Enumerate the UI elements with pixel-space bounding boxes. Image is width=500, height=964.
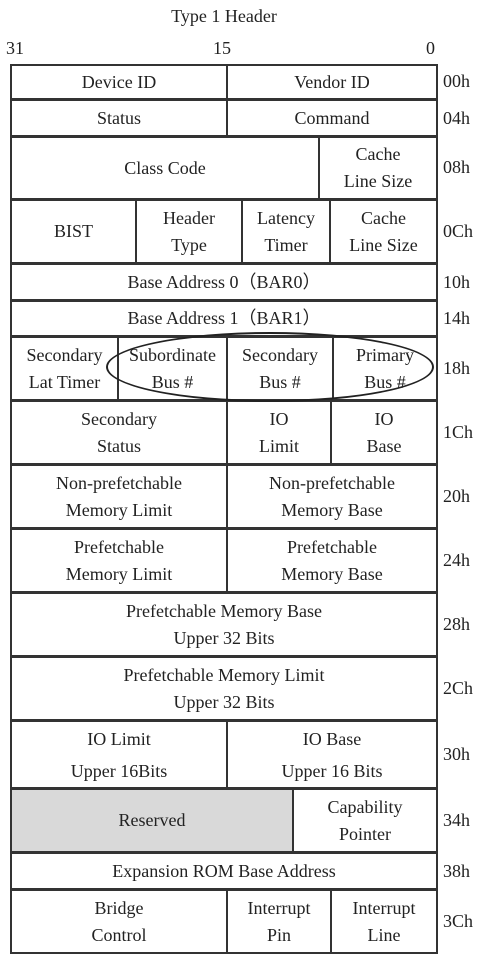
field-interrupt-line: Interrupt Line — [330, 891, 436, 952]
field-secondary-bus: Secondary Bus # — [226, 338, 332, 399]
field-prefetch-memory-base: Prefetchable Memory Base — [226, 530, 436, 591]
register-row-38h: Expansion ROM Base Address — [10, 853, 438, 890]
field-cache-line-size: Cache Line Size — [318, 138, 436, 198]
field-bar1: Base Address 1（BAR1） — [127, 308, 321, 328]
field-secondary-status: Secondary Status — [81, 408, 157, 456]
register-row-2ch: Prefetchable Memory Limit Upper 32 Bits — [10, 657, 438, 721]
register-row-30h: IO Limit Upper 16Bits IO Base Upper 16 B… — [10, 721, 438, 789]
field-io-limit: IO Limit — [226, 402, 330, 463]
bit-label-31: 31 — [6, 38, 24, 58]
register-row-04h: Status Command — [10, 100, 438, 137]
field-bist: BIST — [53, 221, 93, 241]
register-row-00h: Device ID Vendor ID — [10, 64, 438, 100]
register-row-3ch: Bridge Control Interrupt Pin Interrupt L… — [10, 890, 438, 954]
offset-label: 38h — [443, 861, 470, 881]
field-device-id: Device ID — [81, 71, 157, 92]
offset-label: 24h — [443, 550, 470, 570]
field-interrupt-pin: Interrupt Pin — [226, 891, 330, 952]
field-prefetch-limit-upper32: Prefetchable Memory Limit Upper 32 Bits — [123, 664, 325, 712]
offset-label: 18h — [443, 358, 470, 378]
field-reserved: Reserved — [12, 790, 292, 851]
field-latency-timer: Latency Timer — [241, 201, 329, 262]
field-header-type: Header Type — [135, 201, 241, 262]
register-row-34h: Reserved Capability Pointer — [10, 789, 438, 853]
field-prefetch-base-upper32: Prefetchable Memory Base Upper 32 Bits — [126, 600, 322, 648]
field-secondary-lat-timer: Secondary Lat Timer — [26, 344, 103, 392]
field-bar0: Base Address 0（BAR0） — [127, 271, 321, 292]
register-row-10h: Base Address 0（BAR0） — [10, 264, 438, 301]
register-row-28h: Prefetchable Memory Base Upper 32 Bits — [10, 593, 438, 657]
offset-label: 00h — [443, 71, 470, 91]
field-io-limit-upper16: IO Limit Upper 16Bits — [70, 728, 168, 781]
offset-label: 30h — [443, 744, 470, 764]
offset-label: 08h — [443, 157, 470, 177]
offset-label: 10h — [443, 272, 470, 292]
field-command: Command — [226, 101, 436, 135]
field-nonprefetch-memory-limit: Non-prefetchable Memory Limit — [56, 472, 182, 520]
offset-label: 0Ch — [443, 221, 474, 241]
offset-label: 2Ch — [443, 678, 474, 698]
register-row-08h: Class Code Cache Line Size — [10, 137, 438, 200]
field-capability-pointer: Capability Pointer — [292, 790, 436, 851]
field-bridge-control: Bridge Control — [91, 897, 147, 945]
field-subordinate-bus: Subordinate Bus # — [117, 338, 226, 399]
field-status: Status — [96, 107, 141, 128]
field-cache-line-size: Cache Line Size — [329, 201, 436, 262]
offset-label: 14h — [443, 308, 470, 328]
register-row-1ch: Secondary Status IO Limit IO Base — [10, 401, 438, 465]
offset-label: 04h — [443, 108, 470, 128]
offset-label: 34h — [443, 810, 470, 830]
register-row-20h: Non-prefetchable Memory Limit Non-prefet… — [10, 465, 438, 529]
offset-label: 1Ch — [443, 422, 474, 442]
field-primary-bus: Primary Bus # — [332, 338, 436, 399]
register-row-14h: Base Address 1（BAR1） — [10, 301, 438, 337]
register-row-18h: Secondary Lat Timer Subordinate Bus # Se… — [10, 337, 438, 401]
field-expansion-rom-base: Expansion ROM Base Address — [112, 860, 336, 881]
bit-label-0: 0 — [426, 38, 435, 58]
field-prefetch-memory-limit: Prefetchable Memory Limit — [65, 536, 173, 584]
bit-label-15: 15 — [213, 38, 231, 58]
offset-label: 28h — [443, 614, 470, 634]
register-row-24h: Prefetchable Memory Limit Prefetchable M… — [10, 529, 438, 593]
field-io-base-upper16: IO Base Upper 16 Bits — [226, 722, 436, 787]
field-nonprefetch-memory-base: Non-prefetchable Memory Base — [226, 466, 436, 527]
offset-label: 3Ch — [443, 911, 474, 931]
register-row-0ch: BIST Header Type Latency Timer Cache Lin… — [10, 200, 438, 264]
diagram-title: Type 1 Header — [171, 6, 277, 26]
field-vendor-id: Vendor ID — [226, 66, 436, 98]
field-io-base: IO Base — [330, 402, 436, 463]
field-class-code: Class Code — [124, 157, 206, 178]
offset-label: 20h — [443, 486, 470, 506]
